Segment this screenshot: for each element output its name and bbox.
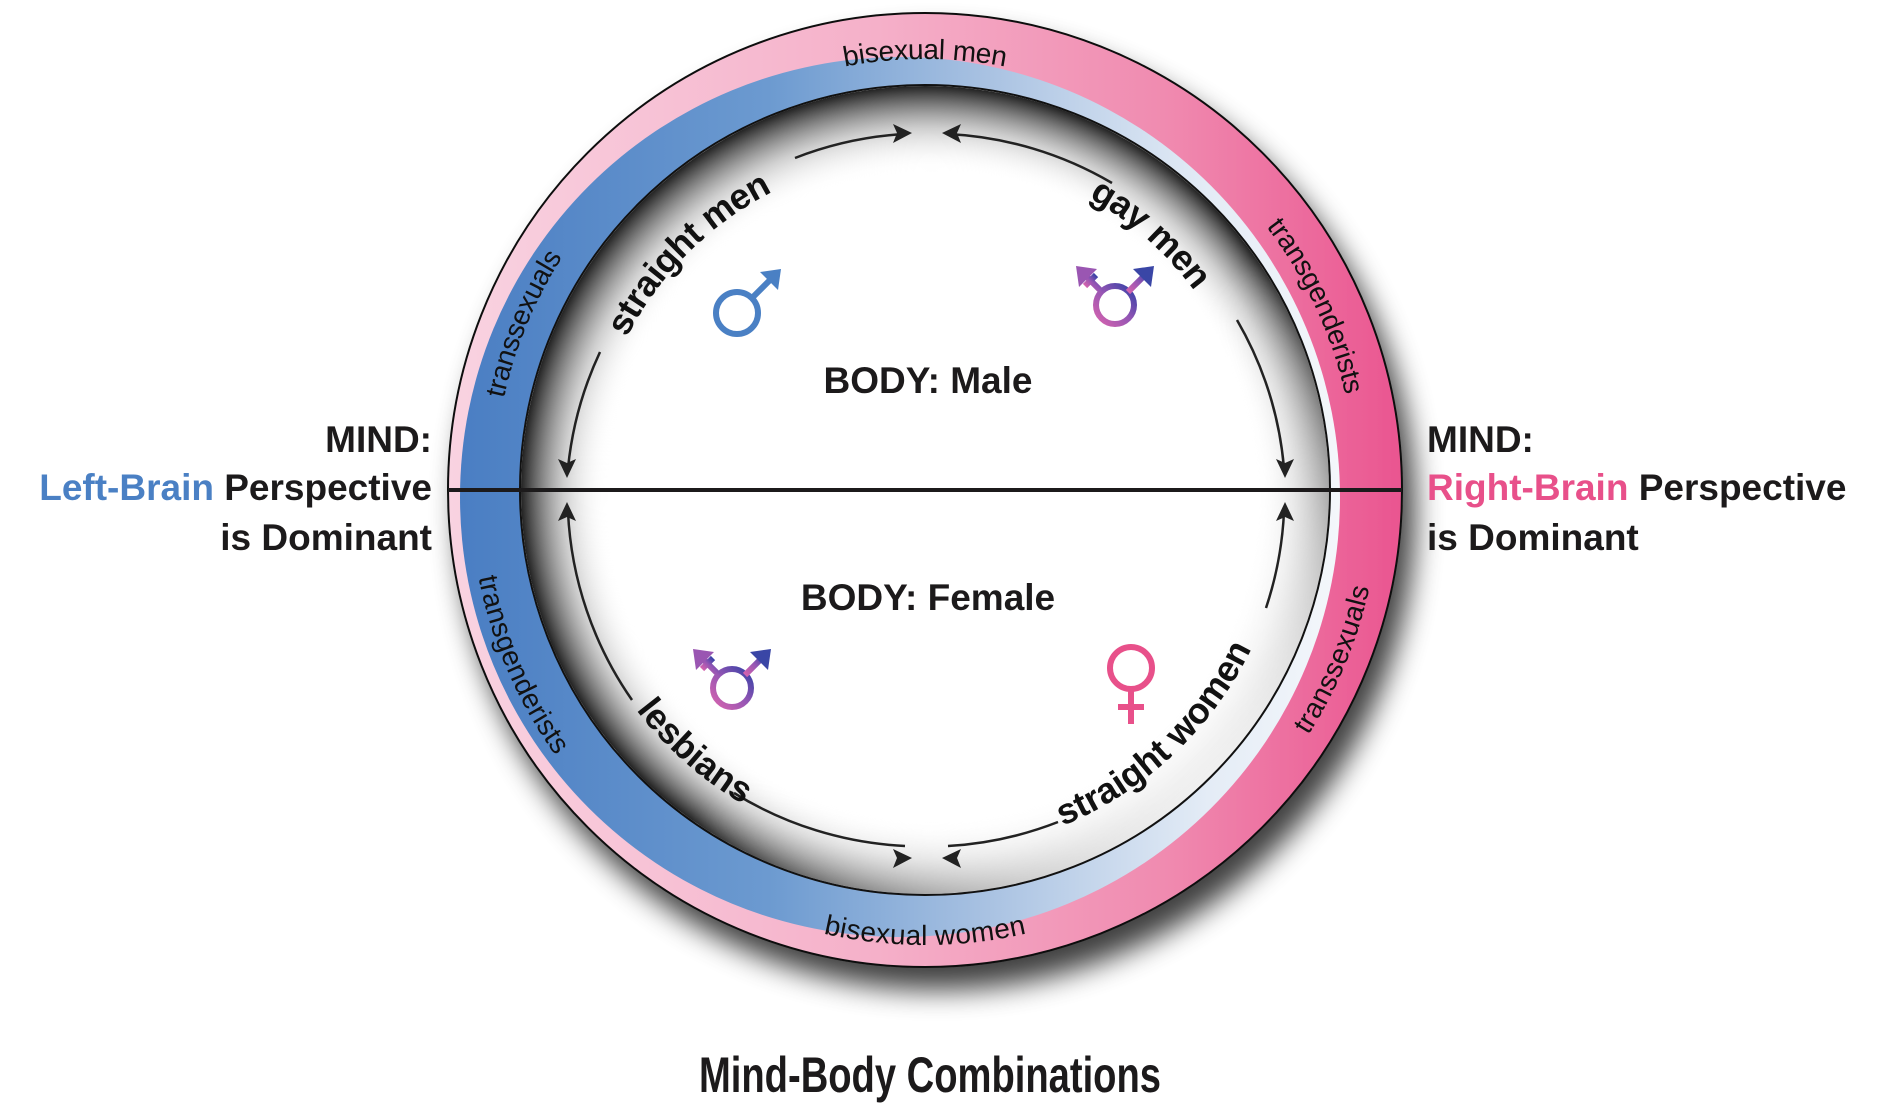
right-brain-highlight: Right-Brain bbox=[1427, 467, 1628, 508]
right-mind-label: MIND: Right-Brain Perspective is Dominan… bbox=[1427, 419, 1846, 558]
right-perspective-text: Perspective bbox=[1628, 467, 1846, 508]
left-mind-label: MIND: Left-Brain Perspective is Dominant bbox=[39, 419, 432, 558]
arrowhead-icon bbox=[893, 849, 912, 868]
left-mind-line3: is Dominant bbox=[220, 517, 432, 558]
right-mind-line3: is Dominant bbox=[1427, 517, 1639, 558]
arrows bbox=[566, 132, 1286, 848]
arrow-straight-men-top bbox=[794, 132, 906, 160]
diagram-title: Mind-Body Combinations bbox=[699, 1047, 1161, 1103]
right-mind-heading: MIND: bbox=[1427, 419, 1534, 460]
arrowhead-icon bbox=[1276, 502, 1294, 521]
body-female-label: BODY: Female bbox=[801, 577, 1055, 618]
arrow-straight-women-bottom bbox=[947, 820, 1059, 848]
body-male-label: BODY: Male bbox=[823, 360, 1032, 401]
right-mind-line2: Right-Brain Perspective bbox=[1427, 467, 1846, 508]
arrowhead-icon bbox=[558, 459, 576, 478]
transgender-symbol-icon bbox=[1076, 266, 1154, 355]
arrowhead-icon bbox=[942, 124, 961, 143]
arrow-lesbians-left bbox=[566, 511, 634, 701]
left-perspective-text: Perspective bbox=[214, 467, 432, 508]
arrowheads bbox=[558, 124, 1294, 868]
arrowhead-icon bbox=[1276, 459, 1294, 478]
arrowhead-icon bbox=[893, 124, 912, 143]
male-symbol-icon bbox=[713, 269, 781, 337]
left-mind-line2: Left-Brain Perspective bbox=[39, 467, 432, 508]
arrow-straight-men-left bbox=[566, 351, 602, 469]
female-symbol-icon bbox=[1107, 644, 1155, 724]
arrow-gay-men-top bbox=[947, 132, 1113, 185]
arrow-straight-women-right bbox=[1264, 511, 1286, 609]
arrowhead-icon bbox=[558, 502, 576, 521]
arrow-lesbians-bottom bbox=[733, 791, 906, 848]
arrow-gay-men-right bbox=[1235, 319, 1286, 469]
transgender-symbol-icon bbox=[693, 649, 771, 738]
arrowhead-icon bbox=[942, 849, 961, 868]
left-mind-heading: MIND: bbox=[325, 419, 432, 460]
left-brain-highlight: Left-Brain bbox=[39, 467, 214, 508]
